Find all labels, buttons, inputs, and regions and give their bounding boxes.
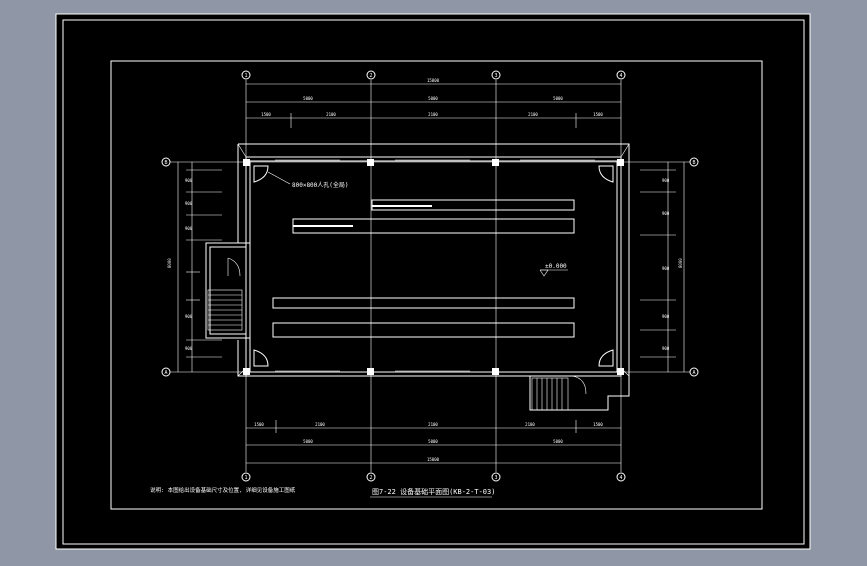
svg-text:1: 1 <box>244 475 247 481</box>
svg-text:5000: 5000 <box>428 96 438 101</box>
svg-text:8000: 8000 <box>167 258 172 268</box>
svg-text:B: B <box>692 160 695 166</box>
svg-text:1: 1 <box>244 73 247 79</box>
svg-text:5000: 5000 <box>553 96 563 101</box>
svg-text:8000: 8000 <box>678 258 683 268</box>
svg-text:4: 4 <box>619 475 622 481</box>
dimension-text-left: 8000 900 900 900 900 900 <box>167 178 193 351</box>
svg-text:15000: 15000 <box>427 457 440 462</box>
svg-text:5000: 5000 <box>303 96 313 101</box>
svg-text:1500: 1500 <box>593 422 603 427</box>
svg-text:900: 900 <box>185 314 193 319</box>
columns <box>243 159 624 375</box>
svg-text:900: 900 <box>662 266 670 271</box>
svg-text:900: 900 <box>185 226 193 231</box>
svg-text:900: 900 <box>662 178 670 183</box>
svg-text:2: 2 <box>369 73 372 79</box>
svg-text:2100: 2100 <box>315 422 325 427</box>
svg-text:2: 2 <box>369 475 372 481</box>
building-walls <box>205 143 630 411</box>
drawing-note: 说明: 本图给出设备基础尺寸及位置, 详细见设备施工图纸 <box>150 486 296 494</box>
elevation-marker: ±0.000 <box>539 263 568 277</box>
svg-text:3: 3 <box>494 475 497 481</box>
svg-text:15000: 15000 <box>427 78 440 83</box>
dimension-text-top: 15000 5000 5000 5000 1500 2100 2100 2100… <box>261 78 603 117</box>
stairs-bottom <box>531 375 587 411</box>
corner-pits <box>253 165 614 367</box>
svg-text:±0.000: ±0.000 <box>545 263 567 270</box>
dimension-text-right: 8000 900 900 900 900 900 <box>662 178 683 351</box>
svg-text:1500: 1500 <box>254 422 264 427</box>
svg-text:1500: 1500 <box>261 112 271 117</box>
svg-text:5000: 5000 <box>428 439 438 444</box>
svg-text:900: 900 <box>662 211 670 216</box>
svg-text:5000: 5000 <box>553 439 563 444</box>
axis-bubbles-side <box>161 157 699 377</box>
svg-text:B: B <box>164 160 167 166</box>
window-marks <box>275 159 595 372</box>
svg-text:2100: 2100 <box>528 112 538 117</box>
dimension-lines-top <box>246 83 621 128</box>
svg-text:900: 900 <box>662 314 670 319</box>
stairs-left <box>207 257 243 331</box>
svg-text:2100: 2100 <box>428 112 438 117</box>
svg-text:2100: 2100 <box>428 422 438 427</box>
dimension-lines-left <box>177 162 222 372</box>
svg-text:1500: 1500 <box>593 112 603 117</box>
foundation-fills <box>293 205 432 227</box>
axis-bubble-labels: 1 2 3 4 1 2 3 4 B A B A <box>164 73 695 481</box>
dimension-lines-bottom <box>246 420 621 464</box>
hole-leader-line <box>267 171 291 185</box>
svg-text:A: A <box>692 370 695 376</box>
svg-text:900: 900 <box>185 178 193 183</box>
sheet-inner-border <box>62 19 805 545</box>
drawing-sheet <box>55 13 811 550</box>
equipment-foundations <box>272 199 575 338</box>
drawing-title: 图7-22 设备基础平面图(KB-2-T-03) <box>372 487 495 496</box>
svg-text:2100: 2100 <box>525 422 535 427</box>
svg-text:900: 900 <box>662 346 670 351</box>
svg-text:3: 3 <box>494 73 497 79</box>
dimension-lines-right <box>640 162 685 372</box>
dimension-text-bottom: 1500 2100 2100 2100 1500 5000 5000 5000 … <box>254 422 603 462</box>
svg-text:5000: 5000 <box>303 439 313 444</box>
hole-label: 800×800人孔(全局) <box>292 181 349 189</box>
svg-text:A: A <box>164 370 167 376</box>
svg-text:900: 900 <box>185 201 193 206</box>
svg-text:900: 900 <box>185 346 193 351</box>
axis-bubbles-top <box>241 70 626 80</box>
title-frame <box>110 60 763 510</box>
svg-text:4: 4 <box>619 73 622 79</box>
svg-text:2100: 2100 <box>326 112 336 117</box>
axis-bubbles-bottom <box>241 472 626 482</box>
